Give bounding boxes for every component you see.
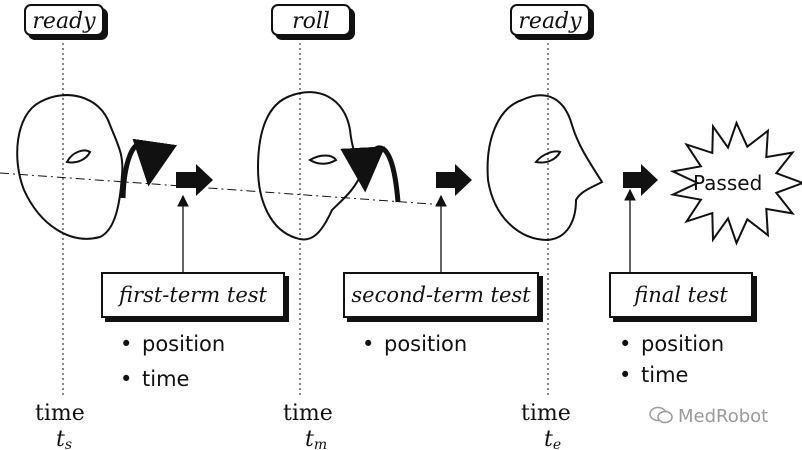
block-arrow-1 [176, 164, 213, 196]
time-symbol-letter: t [305, 427, 314, 450]
first-test-item-time: • time [120, 367, 189, 391]
state-tag-ready-start: ready [24, 4, 104, 36]
time-label-te: time [521, 401, 571, 426]
rotation-arrow-2 [340, 145, 401, 203]
bullet-text: position [142, 332, 226, 356]
time-subscript: e [552, 437, 562, 450]
time-label-ts: time [35, 401, 85, 426]
time-symbol-tm: tm [305, 428, 327, 450]
state-tag-roll: roll [271, 4, 351, 36]
first-test-item-position: • position [120, 332, 225, 356]
final-test-box: final test [609, 272, 753, 318]
final-test-item-position: • position [619, 332, 724, 356]
bullet-dot: • [120, 367, 133, 391]
bullet-dot: • [619, 332, 632, 356]
bullet-text: position [641, 332, 725, 356]
time-subscript: m [313, 437, 328, 450]
time-symbol-ts: ts [56, 428, 72, 450]
first-term-test-box: first-term test [101, 272, 285, 318]
second-term-test-box: second-term test [343, 272, 539, 318]
bullet-text: time [641, 363, 689, 387]
time-subscript: s [64, 437, 73, 450]
bullet-dot: • [619, 363, 632, 387]
bullet-text: position [384, 332, 468, 356]
watermark: MedRobot [648, 405, 768, 427]
bullet-dot: • [362, 332, 375, 356]
passed-label: Passed [693, 171, 763, 195]
head-roll [256, 91, 364, 241]
time-symbol-te: te [544, 428, 561, 450]
final-test-item-time: • time [619, 363, 688, 387]
time-symbol-letter: t [544, 427, 553, 450]
head-ready-start [16, 94, 124, 240]
block-arrow-3 [623, 164, 658, 196]
watermark-text: MedRobot [678, 406, 769, 427]
chat-bubbles-icon [649, 406, 673, 424]
time-symbol-letter: t [56, 427, 65, 450]
head-ready-end [486, 94, 604, 242]
state-tag-ready-end: ready [510, 4, 590, 36]
rotation-arrow-1 [120, 138, 177, 199]
passed-starburst [669, 120, 802, 246]
bullet-text: time [142, 367, 190, 391]
time-label-tm: time [283, 401, 333, 426]
trajectory-line [0, 172, 446, 206]
bullet-dot: • [120, 332, 133, 356]
block-arrow-2 [436, 164, 472, 196]
second-test-item-position: • position [362, 332, 467, 356]
